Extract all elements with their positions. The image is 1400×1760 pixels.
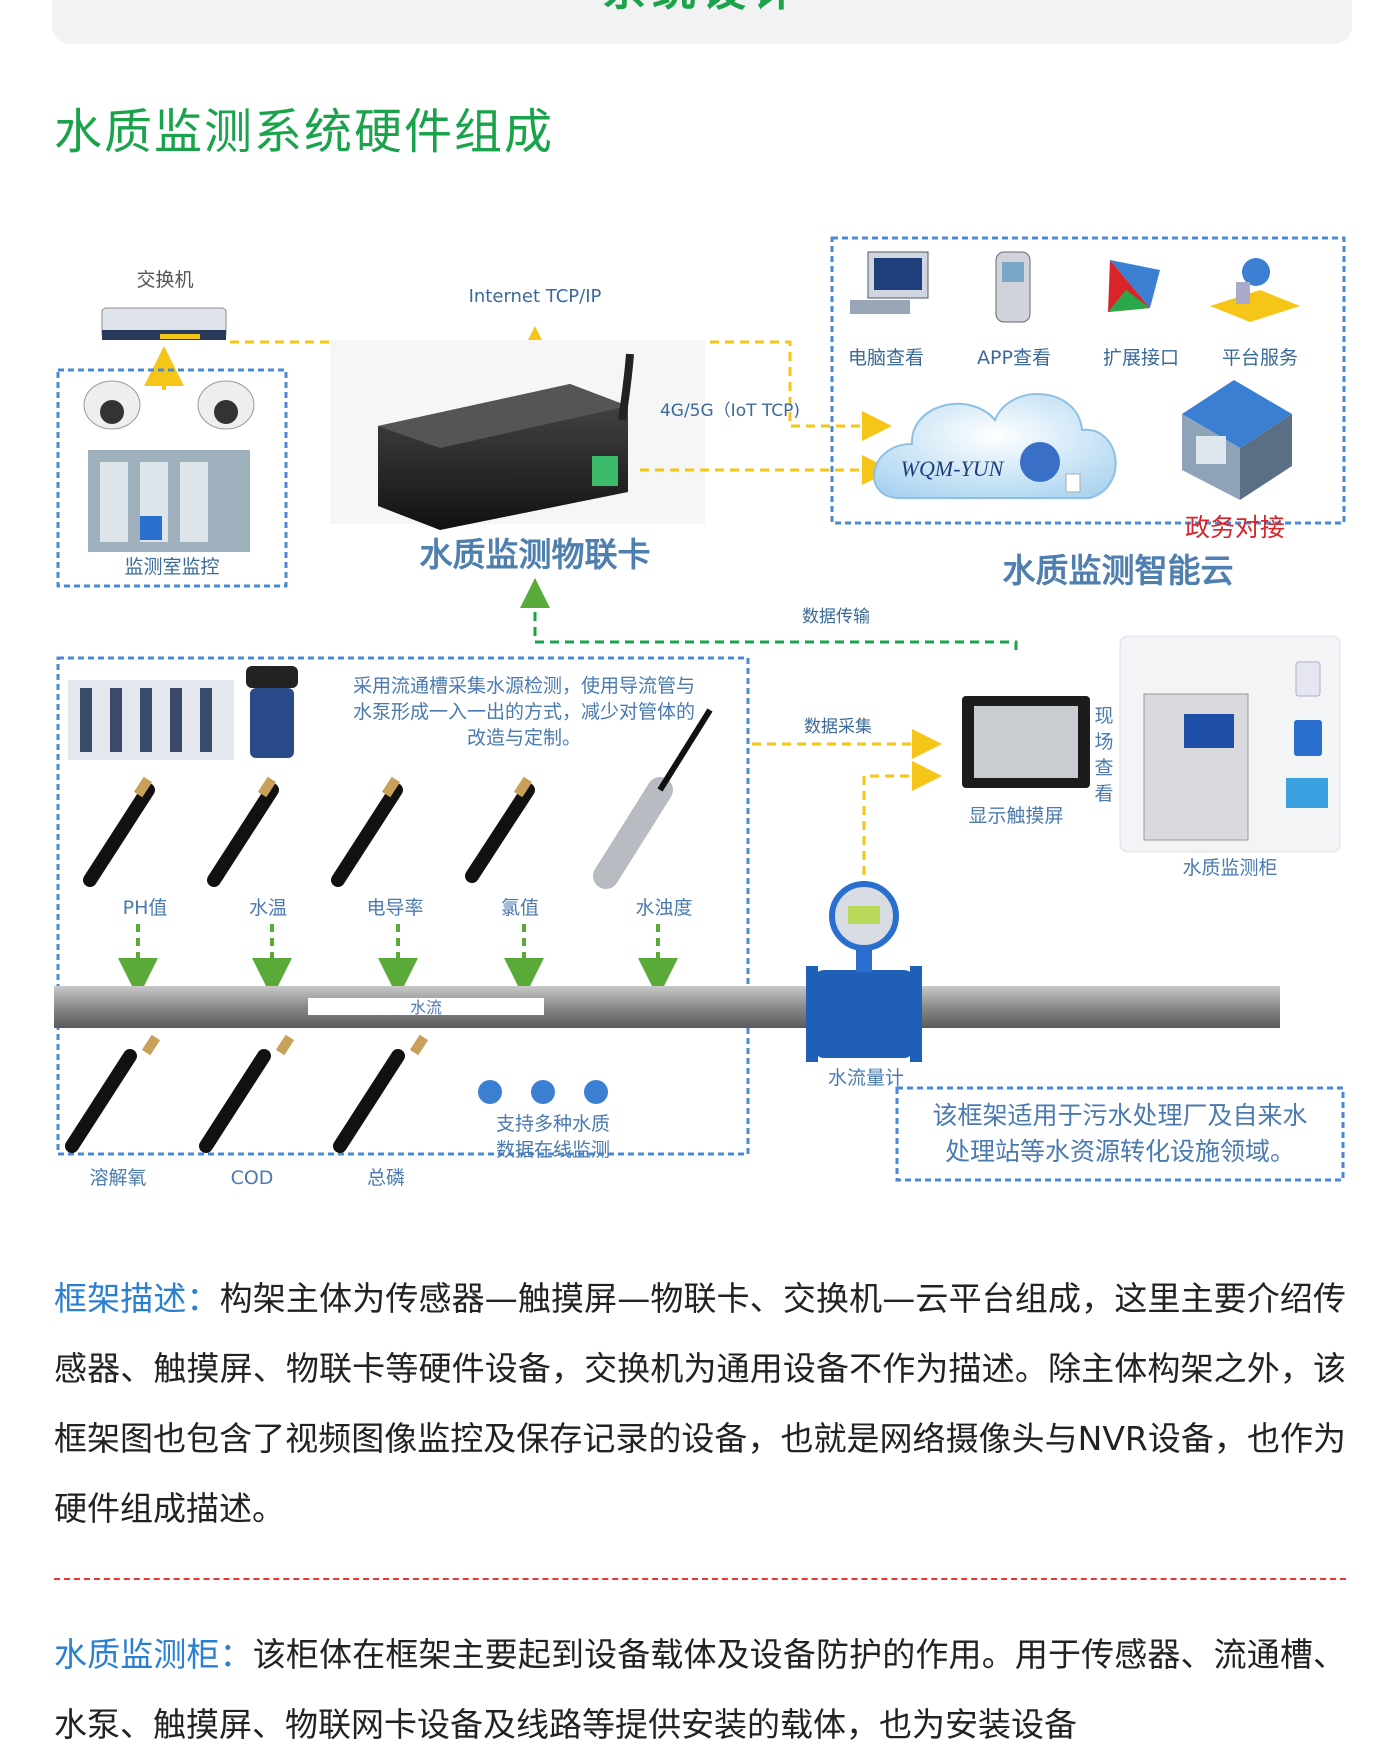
cabinet-label: 水质监测柜: [1182, 857, 1277, 879]
multi-monitor-line1: 支持多种水质: [496, 1113, 610, 1135]
probe-icon-do: [65, 1034, 161, 1153]
gov-building-icon: [1182, 380, 1292, 500]
cabinet-description: 水质监测柜：该柜体在框架主要起到设备载体及设备防护的作用。用于传感器、流通槽、水…: [54, 1620, 1346, 1760]
monitor-room-label: 监测室监控: [124, 556, 219, 578]
cabinet-icon: [1119, 635, 1341, 853]
pipe-label-bg: [308, 998, 544, 1015]
internet-label: Internet TCP/IP: [469, 286, 602, 307]
sensor-label-conductivity: 电导率: [366, 897, 423, 919]
cloud-item-ext: 扩展接口: [1103, 347, 1179, 369]
water-pipe: [54, 986, 1280, 1028]
probe-icon-chlorine: [465, 776, 535, 883]
service-icon: [1210, 258, 1300, 322]
phone-icon: [995, 251, 1031, 323]
flow-cell-photo: [68, 680, 234, 760]
flowmeter-data-line: [862, 761, 942, 890]
probe-icon-ph: [83, 776, 155, 887]
banner-title: 系统设计: [52, 0, 1352, 18]
camera-icon: [83, 380, 255, 430]
monitor-room-photo: [88, 450, 250, 552]
apply-note-line2: 处理站等水资源转化设施领域。: [945, 1137, 1295, 1166]
onsite-view-1: 现: [1094, 705, 1113, 727]
probe-icon-conductivity: [331, 776, 403, 887]
flow-desc-line1: 采用流通槽采集水源检测，使用导流管与: [353, 675, 695, 697]
sensor-label-cod: COD: [231, 1167, 274, 1189]
iot-card-label: 水质监测物联卡: [420, 535, 651, 574]
sensor-label-ph: PH值: [123, 897, 168, 919]
sensor-area-box: [56, 656, 750, 1156]
monitor-room-box: [56, 368, 288, 588]
hardware-diagram: 交换机 Internet TCP/IP 监测室监控 水质监测物联卡 4G/5G（…: [54, 236, 1346, 1189]
data-transfer-label: 数据传输: [802, 607, 870, 627]
more-dots-icon: [478, 1080, 608, 1104]
touchscreen-label: 显示触摸屏: [968, 805, 1063, 827]
header-banner: 系统设计: [52, 0, 1352, 44]
pc-icon: [850, 251, 929, 314]
cloud-item-service: 平台服务: [1222, 347, 1298, 369]
sensor-label-chlorine: 氯值: [501, 897, 539, 919]
sensor-label-do: 溶解氧: [89, 1167, 146, 1189]
probe-icon-tp: [333, 1034, 429, 1153]
pipe-label: 水流: [410, 998, 442, 1017]
flowmeter-icon: [806, 881, 922, 1062]
switch-icon: [101, 307, 227, 340]
sensor-label-tp: 总磷: [367, 1167, 405, 1189]
probe-icon-turbidity: [593, 708, 713, 889]
multi-monitor-line2: 数据在线监测: [496, 1139, 610, 1161]
cloud-icon: [873, 393, 1117, 499]
probe-icon-temp: [207, 776, 279, 887]
onsite-view-2: 场: [1094, 731, 1113, 753]
sensor-label-temp: 水温: [249, 897, 287, 919]
switch-label: 交换机: [136, 269, 193, 291]
pump-icon: [246, 666, 298, 758]
extension-icon: [1108, 260, 1160, 312]
gov-label: 政务对接: [1185, 513, 1285, 542]
cloud-title: 水质监测智能云: [1003, 551, 1234, 590]
onsite-view-4: 看: [1094, 783, 1113, 805]
flowmeter-label: 水流量计: [828, 1067, 904, 1089]
framework-description: 框架描述：构架主体为传感器—触摸屏—物联卡、交换机—云平台组成，这里主要介绍传感…: [54, 1264, 1346, 1544]
apply-note-line1: 该框架适用于污水处理厂及自来水: [932, 1101, 1307, 1130]
framework-description-text: 构架主体为传感器—触摸屏—物联卡、交换机—云平台组成，这里主要介绍传感器、触摸屏…: [54, 1279, 1347, 1528]
section-divider: [54, 1578, 1346, 1580]
internet-link-line: [230, 340, 892, 441]
data-transfer-line: [520, 578, 1018, 650]
flow-desc-line2: 水泵形成一入一出的方式，减少对管体的: [353, 701, 695, 723]
section-title: 水质监测系统硬件组成: [54, 104, 555, 160]
iot-card-device: [330, 340, 705, 530]
touchscreen-icon: [962, 696, 1090, 788]
cloud-name: WQM-YUN: [901, 456, 1005, 481]
framework-description-lead: 框架描述：: [54, 1279, 220, 1318]
flow-desc-line3: 改造与定制。: [467, 727, 581, 749]
cabinet-description-lead: 水质监测柜：: [54, 1635, 253, 1674]
cloud-box: [830, 236, 1346, 525]
onsite-view-3: 查: [1094, 757, 1113, 779]
sensor-label-turbidity: 水浊度: [635, 897, 692, 919]
cloud-item-pc: 电脑查看: [848, 347, 924, 369]
probe-icon-cod: [199, 1034, 295, 1153]
data-collect-label: 数据采集: [804, 717, 872, 737]
link-4g-label: 4G/5G（IoT TCP): [660, 401, 800, 421]
cloud-item-app: APP查看: [977, 347, 1051, 369]
apply-note-box: [895, 1086, 1345, 1182]
